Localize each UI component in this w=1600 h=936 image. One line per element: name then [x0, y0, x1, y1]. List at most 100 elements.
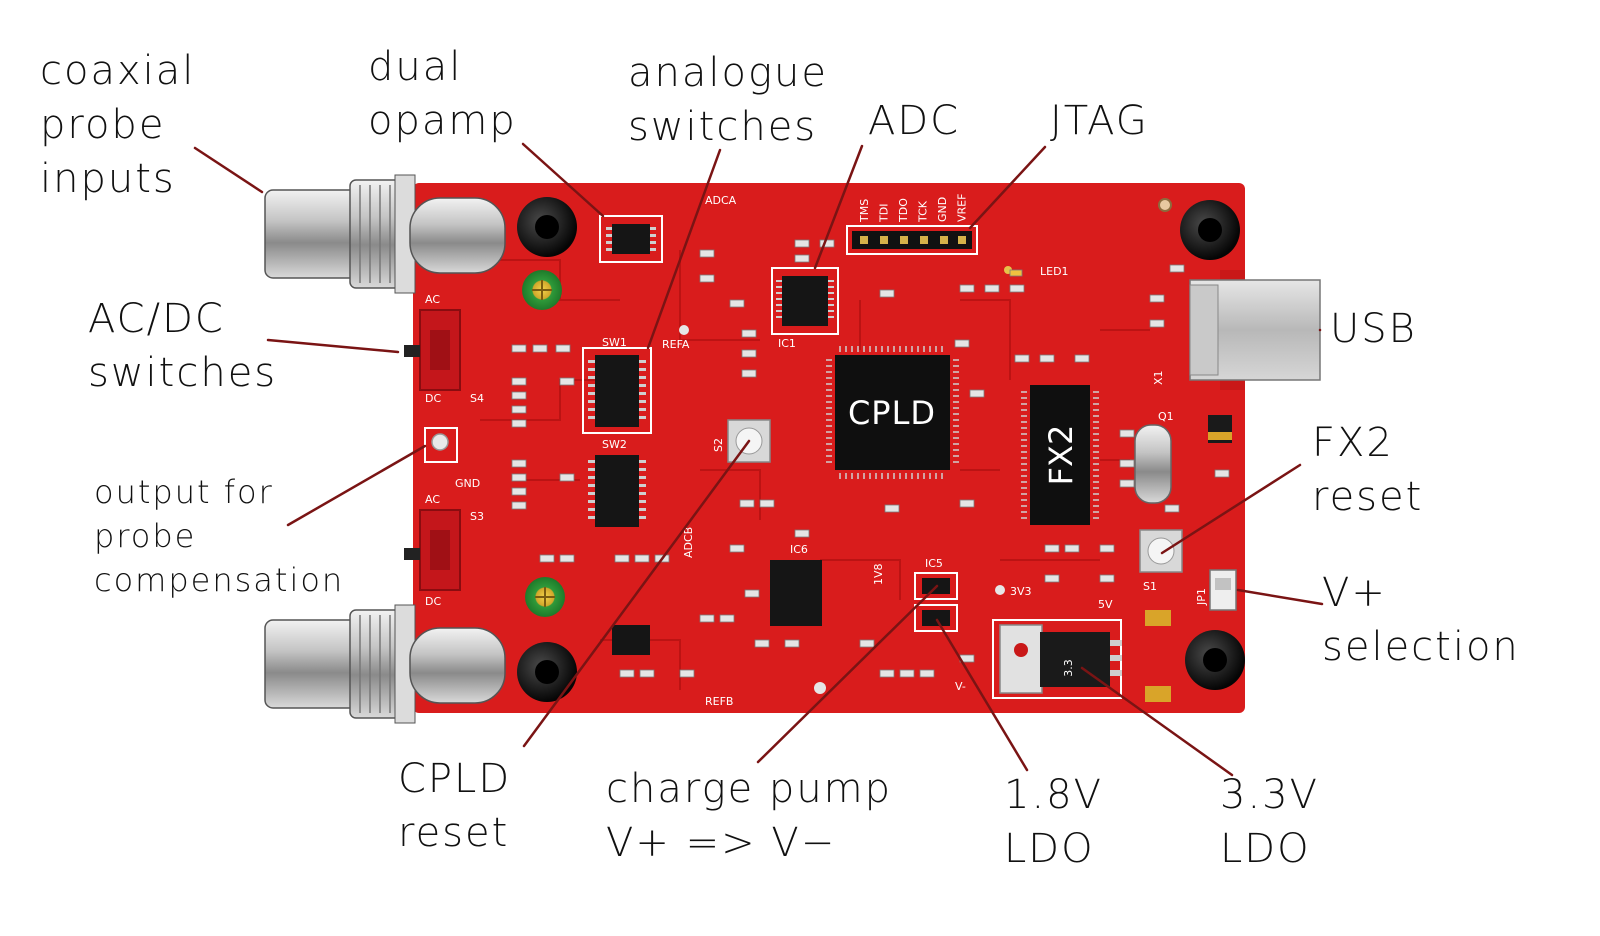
silk-ac-top: AC	[425, 293, 440, 306]
ldo-33-chip	[1040, 632, 1110, 687]
silkscreen-labels: AC DC S4 AC DC S3 SW1 SW2 S2 S1 IC1 IC5 …	[425, 194, 1208, 708]
silk-dc-bottom: DC	[425, 595, 441, 608]
silk-s3: S3	[470, 510, 484, 523]
label-vplus-selection: V+ selection	[1322, 566, 1520, 674]
silk-jtag-pin-tdo: TDO	[897, 198, 910, 223]
tantalum-capacitor	[1145, 686, 1171, 702]
test-point	[679, 325, 689, 335]
cpld-chip	[835, 355, 950, 470]
label-jtag: JTAG	[1050, 94, 1149, 148]
label-line: charge pump	[606, 766, 893, 812]
label-line: USB	[1330, 306, 1417, 352]
silk-s2: S2	[712, 438, 725, 452]
silk-ic5: IC5	[925, 557, 943, 570]
label-line: compensation	[94, 561, 345, 599]
probe-compensation-pad	[431, 433, 449, 451]
test-point	[814, 682, 826, 694]
silk-s1: S1	[1143, 580, 1157, 593]
silk-jtag-pin-vref: VREF	[956, 194, 969, 222]
leader-ldo-33	[1080, 666, 1234, 777]
label-line: JTAG	[1050, 98, 1149, 144]
silk-adca: ADCA	[705, 194, 737, 207]
label-line: switches	[628, 104, 818, 150]
bnc-connector-bottom	[264, 604, 506, 724]
silk-ac-bottom: AC	[425, 493, 440, 506]
label-line: 3.3V	[1220, 772, 1319, 818]
silk-jp1: JP1	[1195, 588, 1208, 606]
silk-jtag-pin-tdi: TDI	[878, 204, 891, 223]
label-charge-pump: charge pump V+ => V−	[606, 762, 892, 870]
silk-sw1: SW1	[602, 336, 627, 349]
leader-output-probe	[286, 444, 427, 527]
silk-sw2: SW2	[602, 438, 627, 451]
label-line: selection	[1322, 624, 1520, 670]
label-analogue-switches: analogue switches	[628, 46, 828, 154]
label-line: probe	[94, 517, 197, 555]
adc-chip	[782, 276, 828, 326]
label-line: ADC	[868, 98, 961, 144]
tantalum-capacitor	[1145, 610, 1171, 626]
silk-x1: X1	[1152, 370, 1165, 385]
silk-s4: S4	[470, 392, 484, 405]
silk-vminus: V-	[955, 680, 966, 693]
fx2-chip	[1030, 385, 1090, 525]
silk-ic1: IC1	[778, 337, 796, 350]
silk-jtag-pin-gnd: GND	[936, 197, 949, 222]
silk-gnd: GND	[455, 477, 480, 490]
label-line: reset	[398, 810, 510, 856]
silk-refa: REFA	[662, 338, 690, 351]
label-line: LDO	[1004, 826, 1095, 872]
silk-led1: LED1	[1040, 265, 1069, 278]
label-line: dual	[368, 44, 463, 90]
leader-charge-pump	[756, 584, 939, 764]
label-line: V+ => V−	[606, 820, 837, 866]
silk-jtag-pin-tck: TCK	[917, 200, 930, 223]
leader-jtag	[968, 145, 1047, 230]
adc-chip-bottom	[770, 560, 822, 626]
dual-opamp-chip	[612, 224, 650, 254]
label-acdc-switches: AC/DC switches	[88, 292, 277, 400]
label-fx2-reset: FX2 reset	[1312, 416, 1423, 524]
leader-dual-opamp	[521, 142, 605, 218]
fx2-chip-label: FX2	[1042, 425, 1080, 486]
acdc-switch-bottom	[404, 509, 461, 591]
leader-lines	[193, 142, 1324, 777]
label-line: probe	[40, 102, 166, 148]
jtag-header	[852, 231, 972, 249]
ldo-18-chip	[922, 610, 950, 626]
label-line: switches	[88, 350, 278, 396]
label-output-probe-compensation: output for probe compensation	[94, 470, 344, 602]
pcb-board	[413, 183, 1245, 713]
silk-refb: REFB	[705, 695, 733, 708]
silk-q1: Q1	[1158, 410, 1174, 423]
fx2-reset-button	[1139, 529, 1183, 573]
silk-adcb: ADCB	[682, 527, 695, 558]
leader-fx2-reset	[1160, 463, 1302, 555]
label-cpld-reset: CPLD reset	[398, 752, 511, 860]
crystal-oscillator	[1134, 424, 1172, 504]
leader-vplus-selection	[1236, 588, 1324, 606]
passive-components	[511, 239, 1230, 678]
leader-coaxial	[193, 146, 264, 194]
label-line: AC/DC	[88, 296, 225, 342]
cpld-chip-label: CPLD	[848, 394, 936, 432]
leader-cpld-reset	[522, 439, 751, 748]
label-line: FX2	[1312, 420, 1394, 466]
label-line: 1.8V	[1004, 772, 1103, 818]
analogue-switch-chip-1	[595, 355, 639, 427]
label-line: reset	[1312, 474, 1424, 520]
label-line: output for	[94, 473, 274, 511]
leader-acdc	[266, 338, 400, 354]
vplus-jumper	[1209, 569, 1237, 611]
label-line: analogue	[628, 50, 828, 96]
leader-analogue-switches	[646, 148, 722, 350]
analogue-switch-chip-2	[595, 455, 639, 527]
acdc-switch-top	[404, 309, 461, 391]
bnc-connector-top	[264, 174, 506, 294]
opamp-chip-bottom	[612, 625, 650, 655]
silk-dc-top: DC	[425, 392, 441, 405]
ldo-33-marking: 3.3	[1062, 659, 1075, 677]
